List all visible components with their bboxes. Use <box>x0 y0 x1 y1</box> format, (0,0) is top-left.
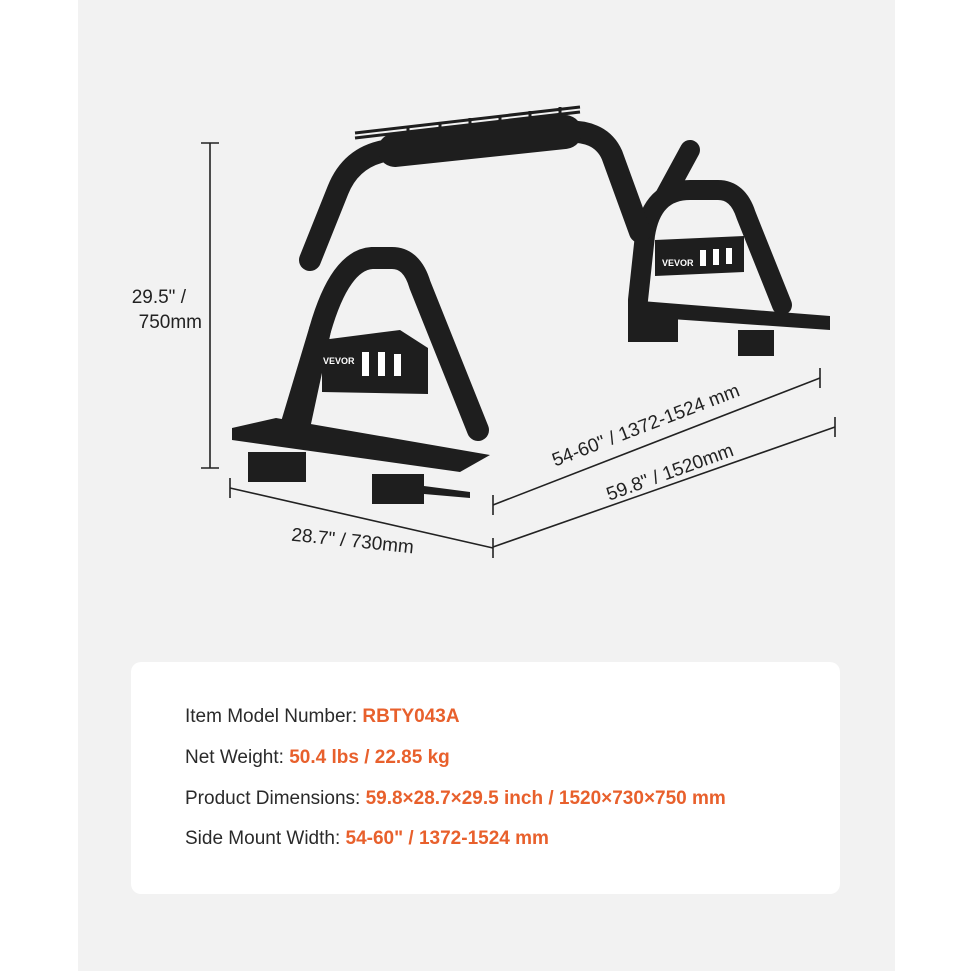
spec-label: Item Model Number: <box>185 706 363 727</box>
rear-bracket-left <box>628 314 678 342</box>
spec-label: Product Dimensions: <box>185 788 366 809</box>
front-mount-plate <box>232 418 490 472</box>
front-brand-plate <box>322 330 428 394</box>
overall-width-dimension-line <box>492 417 836 548</box>
spec-row-dimensions: Product Dimensions: 59.8×28.7×29.5 inch … <box>185 788 726 810</box>
front-plate-slots <box>362 352 401 376</box>
spec-row-model: Item Model Number: RBTY043A <box>185 706 460 728</box>
front-bracket-edge <box>424 486 470 498</box>
rear-mount-plate <box>628 300 830 330</box>
top-crossbar <box>299 115 651 271</box>
spec-row-weight: Net Weight: 50.4 lbs / 22.85 kg <box>185 747 450 769</box>
depth-label: 28.7" / 730mm <box>290 525 414 559</box>
light-bar-mount <box>354 105 581 143</box>
rear-upright <box>628 140 792 315</box>
spec-value: 50.4 lbs / 22.85 kg <box>289 747 450 768</box>
rear-brand-plate-text: VEVOR <box>662 258 694 268</box>
spec-value: RBTY043A <box>362 706 460 727</box>
depth-dimension-line <box>229 478 494 558</box>
height-label-line2: 750mm <box>139 312 202 333</box>
rear-bracket-right <box>738 330 774 356</box>
overall-width-label: 59.8" / 1520mm <box>604 440 737 505</box>
front-upright <box>279 247 489 443</box>
height-dimension-line <box>201 142 219 469</box>
front-bracket-left <box>248 452 306 482</box>
rear-brand-plate <box>655 236 744 276</box>
front-bracket-right <box>372 474 424 504</box>
product-diagram: 29.5" / 750mm 28.7" / 730mm 54-60" / 137… <box>132 105 836 559</box>
front-brand-plate-text: VEVOR <box>323 356 355 366</box>
spec-value: 54-60" / 1372-1524 mm <box>345 828 549 849</box>
height-label-line1: 29.5" / <box>132 287 187 308</box>
spec-label: Side Mount Width: <box>185 828 346 849</box>
spec-row-mount-width: Side Mount Width: 54-60" / 1372-1524 mm <box>185 828 549 850</box>
roll-bar-illustration: VEVOR VEVOR <box>232 105 830 504</box>
rear-plate-slots <box>700 248 732 266</box>
spec-label: Net Weight: <box>185 747 290 768</box>
spec-card: Item Model Number: RBTY043A Net Weight: … <box>131 662 840 894</box>
mount-width-dimension-line <box>492 368 821 515</box>
spec-value: 59.8×28.7×29.5 inch / 1520×730×750 mm <box>365 788 726 809</box>
